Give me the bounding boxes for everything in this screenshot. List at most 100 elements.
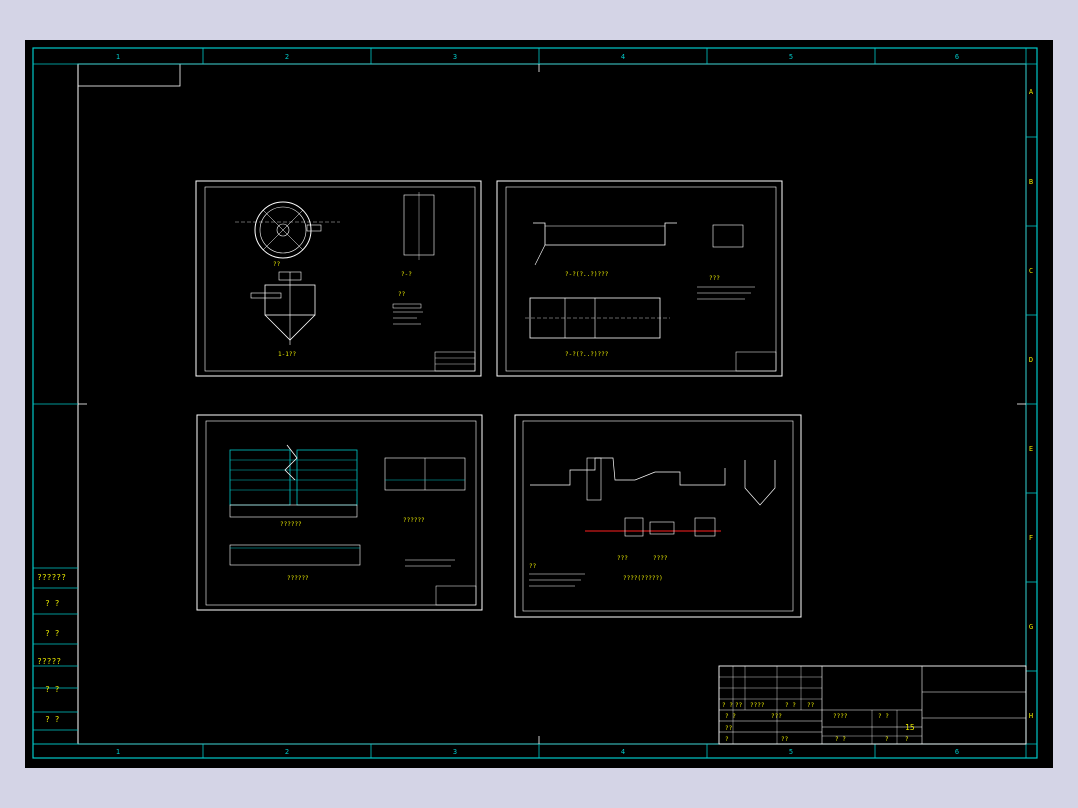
sheet-1-plan-circle-inner [276,223,290,237]
grid-row-label-a: A [1029,88,1034,96]
title-block-cell-c5: ? [885,736,889,743]
drawing-frame-inner [77,63,1027,745]
sheet-3-grid-right [296,449,358,506]
sheet-2-title-block [735,351,777,372]
sheet-4-box-1 [624,517,644,537]
cad-model-space[interactable]: ?????? ? ? ? ? ????? ? ? ? ? 1 2 3 4 5 6… [25,40,1053,768]
sheet-3-plan-label: ?????? [280,521,302,528]
grid-col-label-2-top: 2 [285,53,289,61]
grid-col-label-1-top: 1 [116,53,120,61]
sheet-2-border-inner [505,186,777,372]
grid-row-label-e: E [1029,445,1033,453]
grid-row-label-b: B [1029,178,1033,186]
sheet-2-section-profile [533,222,677,246]
sheet-1-elev-inlet [250,292,282,299]
sheet-2-plan-label: ?-?(?..?)??? [565,351,609,358]
left-strip-label-1: ?????? [37,573,66,582]
sheet-4[interactable]: ??? ???? ????(?????) ?? [514,414,802,618]
left-strip-label-6: ? ? [45,715,60,724]
sheet-3-grid-left [229,449,291,506]
grid-band-right [1017,48,1037,758]
grid-col-label-5-bottom: 5 [789,748,793,756]
grid-col-label-4-bottom: 4 [621,748,625,756]
sheet-4-border-outer [514,414,802,618]
title-block-cell-a1: ? ? [722,702,733,709]
sheet-4-tank-1 [586,457,602,501]
sheet-4-notes-title: ?? [529,563,537,570]
title-block-cell-c2: ? [725,736,729,743]
title-block-cell-a2: ?? [735,702,743,709]
grid-col-label-3-bottom: 3 [453,748,457,756]
left-strip-label-4: ????? [37,657,61,666]
sheet-4-cone-tank [744,460,776,506]
sheet-1-plan-label: ?? [273,261,281,268]
title-block-cell-a5: ?? [807,702,815,709]
sheet-3-border-outer [196,414,483,611]
grid-col-label-2-bottom: 2 [285,748,289,756]
sheet-2-detail-box [712,224,744,248]
grid-row-label-g: G [1029,623,1033,631]
sheet-3-break-symbol [284,444,298,481]
left-strip-label-2: ? ? [45,599,60,608]
sheet-3-section-label: ?????? [287,575,309,582]
grid-row-label-h: H [1029,712,1033,720]
title-block-cell-a3: ???? [750,702,765,709]
sheet-3-tank-label: ?????? [403,517,425,524]
left-strip-label-5: ? ? [45,685,60,694]
title-block-cell-b4: ? ? [878,713,889,720]
title-block-cell-a4: ? ? [785,702,796,709]
sheet-2-section-label: ?-?(?..?)??? [565,271,609,278]
sheet-4-label-3: ????(?????) [623,575,663,582]
title-block-cell-c1: ?? [725,725,733,732]
sheet-1-plan-circle-outer [254,201,312,259]
title-block [718,665,1027,745]
sheet-2-notes-title: ??? [709,275,720,282]
sheet-1-border-outer [195,180,482,377]
sheet-4-flow-profile [530,457,726,486]
sheet-4-box-2 [649,521,675,535]
sheet-number: 15 [905,723,915,732]
grid-row-label-f: F [1029,534,1033,542]
sheet-1-plan-pipe [306,224,322,232]
drawing-code-box [77,63,181,87]
left-strip-label-3: ? ? [45,629,60,638]
drawing-frame-outer [32,47,1038,759]
sheet-3-plan-base [229,504,358,518]
sheet-1[interactable]: ?? 1-1?? ?-? ?? [195,180,482,377]
sheet-4-label-2: ???? [653,555,668,562]
title-block-frame [718,665,1027,745]
sheet-4-label-1: ??? [617,555,628,562]
sheet-2-section-slope [534,244,546,266]
sheet-3-title-block [435,585,477,606]
grid-col-label-6-bottom: 6 [955,748,959,756]
sheet-1-detail-label: ?-? [401,271,412,278]
sheet-1-plan-circle-mid [259,206,307,254]
sheet-3-border-inner [205,420,477,606]
sheet-3[interactable]: ?????? ?????? ?????? [196,414,483,611]
title-block-cell-c6: ? [905,736,909,743]
sheet-1-notes-title: ?? [398,291,406,298]
title-block-cell-c4: ? ? [835,736,846,743]
title-block-cell-b1: ? ? [725,713,736,720]
title-block-cell-b2: ??? [771,713,782,720]
sheet-2[interactable]: ?-?(?..?)??? ?-?(?..?)??? ??? [496,180,783,377]
sheet-1-notes-bar [392,303,422,309]
title-block-cell-c3: ?? [781,736,789,743]
grid-col-label-1-bottom: 1 [116,748,120,756]
grid-col-label-5-top: 5 [789,53,793,61]
sheet-1-plan-spoke-2 [262,209,304,251]
grid-col-label-3-top: 3 [453,53,457,61]
sheet-4-border-inner [522,420,794,612]
sheet-1-elev-top [278,271,302,281]
sheet-1-title-block [434,351,476,372]
grid-col-label-6-top: 6 [955,53,959,61]
title-block-cell-b3: ???? [833,713,848,720]
grid-row-label-c: C [1029,267,1033,275]
sheet-1-border-inner [204,186,476,372]
sheet-1-elev-label: 1-1?? [278,351,296,358]
grid-col-label-4-top: 4 [621,53,625,61]
grid-band-top [33,48,1037,72]
sheet-2-border-outer [496,180,783,377]
grid-row-label-d: D [1029,356,1033,364]
cad-drawing[interactable]: ?????? ? ? ? ? ????? ? ? ? ? 1 2 3 4 5 6… [25,40,1053,768]
